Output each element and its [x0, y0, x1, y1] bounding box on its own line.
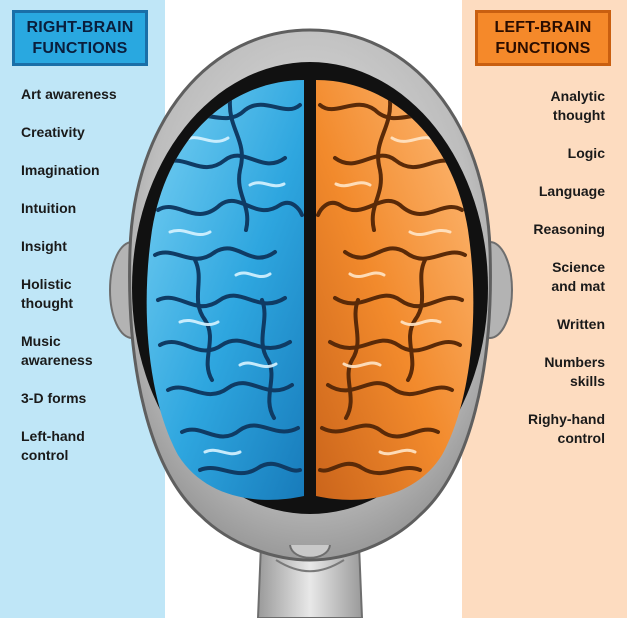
right-function-music-awareness: Music awareness — [21, 333, 93, 368]
right-function-3d-forms: 3-D forms — [21, 390, 87, 406]
nose — [289, 544, 331, 559]
left-function-language: Language — [538, 183, 605, 199]
left-function-science-and-mat: Science and mat — [551, 259, 605, 294]
right-brain-title-line1: RIGHT-BRAIN — [26, 19, 134, 36]
left-brain-title: LEFT-BRAIN FUNCTIONS — [475, 10, 611, 66]
right-function-left-hand-control: Left-hand control — [21, 428, 85, 463]
right-function-insight: Insight — [21, 238, 67, 254]
left-function-logic: Logic — [567, 145, 605, 161]
right-hemisphere — [146, 80, 304, 500]
right-function-intuition: Intuition — [21, 200, 77, 216]
right-function-creativity: Creativity — [21, 124, 85, 140]
left-function-written: Written — [557, 316, 605, 332]
left-brain-title-line1: LEFT-BRAIN — [494, 19, 592, 36]
right-function-holistic-thought: Holistic thought — [21, 276, 74, 311]
right-brain-title: RIGHT-BRAIN FUNCTIONS — [12, 10, 148, 66]
right-function-art-awareness: Art awareness — [21, 86, 117, 102]
right-brain-title-line2: FUNCTIONS — [32, 40, 128, 57]
left-function-analytic-thought: Analytic thought — [550, 88, 605, 123]
left-function-numbers-skills: Numbers skills — [544, 354, 605, 389]
left-function-reasoning: Reasoning — [533, 221, 605, 237]
left-brain-title-line2: FUNCTIONS — [495, 40, 591, 57]
right-function-imagination: Imagination — [21, 162, 100, 178]
left-function-right-hand-control: Righy-hand control — [528, 411, 605, 446]
